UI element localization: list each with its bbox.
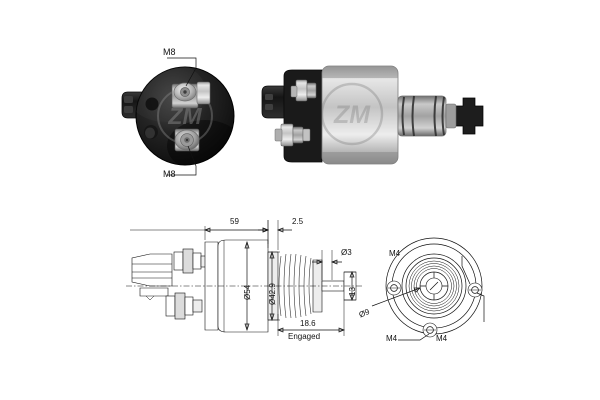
dim-label-d42-9: Ø42.9	[268, 283, 277, 305]
dim-label-engaged: Engaged	[288, 332, 321, 341]
mount-label-m4-bottom-right: M4	[436, 334, 448, 343]
solenoid-front-photo: ZM	[121, 66, 235, 166]
callout-m8-upper: M8	[163, 47, 176, 57]
drawing-terminal-upper	[173, 248, 210, 274]
dim-label-2-5: 2.5	[292, 217, 304, 226]
dim-label-13: 13	[348, 287, 357, 296]
zm-logo-watermark-side: ZM	[322, 82, 384, 146]
svg-text:ZM: ZM	[333, 101, 371, 129]
mount-hole-bottom	[422, 322, 438, 338]
terminal-stud-lower	[174, 128, 200, 152]
dim-label-18-6: 18.6	[300, 319, 316, 328]
terminal-nut-upper	[290, 79, 317, 102]
dim-13	[344, 271, 356, 301]
terminal-stud-upper	[171, 81, 211, 109]
dim-label-d54: Ø54	[243, 284, 252, 300]
dim-18_6	[277, 300, 345, 336]
terminal-nut-lower	[274, 123, 311, 147]
mount-label-m4-top: M4	[389, 249, 401, 258]
dim-label-d3: Ø3	[341, 248, 352, 257]
mount-hole-left	[386, 280, 402, 296]
callout-leaders	[167, 57, 197, 176]
dim-label-59: 59	[230, 217, 239, 226]
mount-label-m4-bottom-left: M4	[386, 334, 398, 343]
solenoid-side-photo: ZM	[261, 65, 484, 165]
drawing-terminal-lower	[165, 292, 203, 320]
dim-d3	[312, 250, 342, 280]
callout-m8-lower: M8	[163, 169, 176, 179]
dim-d54	[244, 240, 250, 332]
dim-2_5	[258, 220, 292, 250]
drawing-end-view	[371, 237, 485, 341]
drawing-side-view	[126, 220, 362, 336]
mount-hole-right	[467, 282, 483, 298]
